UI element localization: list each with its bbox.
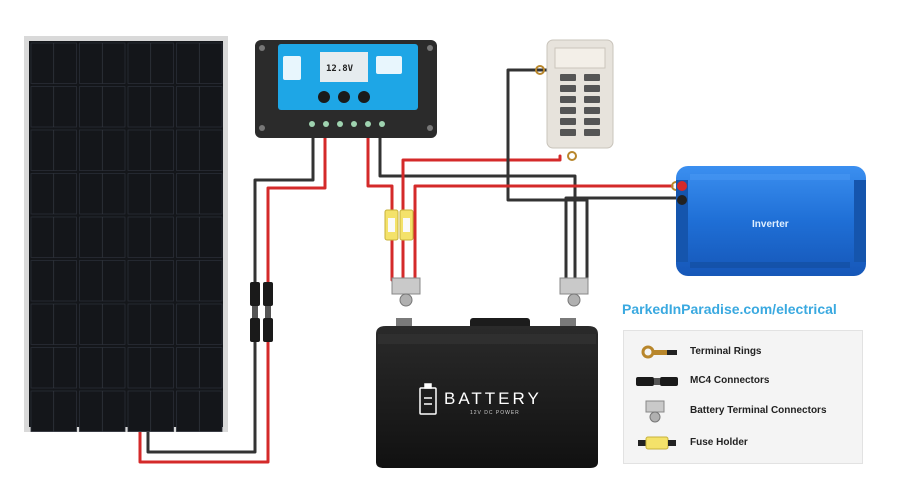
- inverter-negative-wire: [564, 196, 684, 282]
- blade-fuse: [560, 129, 576, 136]
- fuse-block-negative-wire: [506, 68, 589, 282]
- fuse-block: [546, 39, 614, 149]
- battery-sublabel: 12V DC POWER: [470, 410, 520, 416]
- legend-label: Fuse Holder: [690, 437, 748, 448]
- solar-cells: [30, 42, 223, 432]
- blade-fuse: [584, 118, 600, 125]
- blade-fuse: [584, 107, 600, 114]
- blade-fuse: [560, 107, 576, 114]
- solar-panel: [24, 36, 228, 432]
- battery-negative-wire: [378, 136, 577, 282]
- inverter-positive-wire: [413, 184, 674, 282]
- blade-fuse: [584, 129, 600, 136]
- blade-fuse: [584, 74, 600, 81]
- legend-item: Terminal Rings: [624, 339, 864, 365]
- inverter: Inverter: [676, 166, 866, 276]
- blade-fuse: [560, 118, 576, 125]
- legend-item: Battery Terminal Connectors: [624, 398, 864, 424]
- battery-terminal-connector-icon: [645, 400, 665, 423]
- battery-label: BATTERY: [444, 389, 542, 408]
- legend-label: MC4 Connectors: [690, 375, 770, 386]
- controller-button-3: [358, 91, 370, 103]
- battery-icon: [419, 383, 437, 415]
- mc4-connector-icon: [636, 377, 678, 386]
- battery-terminal-connector-icon: [391, 277, 589, 307]
- fuse-block-fuses: [560, 74, 600, 136]
- terminal-ring-icon: [641, 345, 677, 359]
- lcd-screen: [320, 52, 368, 82]
- legend-label: Terminal Rings: [690, 346, 762, 357]
- blade-fuse: [584, 85, 600, 92]
- fuse-holder-icon: [638, 436, 676, 450]
- site-url[interactable]: ParkedInParadise.com/electrical: [622, 301, 837, 317]
- blade-fuse: [584, 96, 600, 103]
- controller-terminals: [309, 121, 385, 127]
- mc4-connector-icon: [250, 282, 273, 342]
- lcd-reading: 12.8V: [326, 64, 354, 74]
- charge-controller: 12.8V: [255, 40, 437, 138]
- blade-fuse: [560, 74, 576, 81]
- blade-fuse: [560, 85, 576, 92]
- legend-item: Fuse Holder: [624, 430, 864, 456]
- fuse-holder-icon: [384, 209, 414, 241]
- legend: Terminal Rings MC4 Connectors Battery Te…: [623, 330, 863, 464]
- controller-button-2: [338, 91, 350, 103]
- blade-fuse: [560, 96, 576, 103]
- wiring: [138, 68, 684, 464]
- inverter-label: Inverter: [752, 219, 789, 230]
- controller-button-1: [318, 91, 330, 103]
- legend-item: MC4 Connectors: [624, 368, 864, 394]
- battery: BATTERY 12V DC POWER: [376, 318, 598, 468]
- legend-label: Battery Terminal Connectors: [690, 405, 827, 416]
